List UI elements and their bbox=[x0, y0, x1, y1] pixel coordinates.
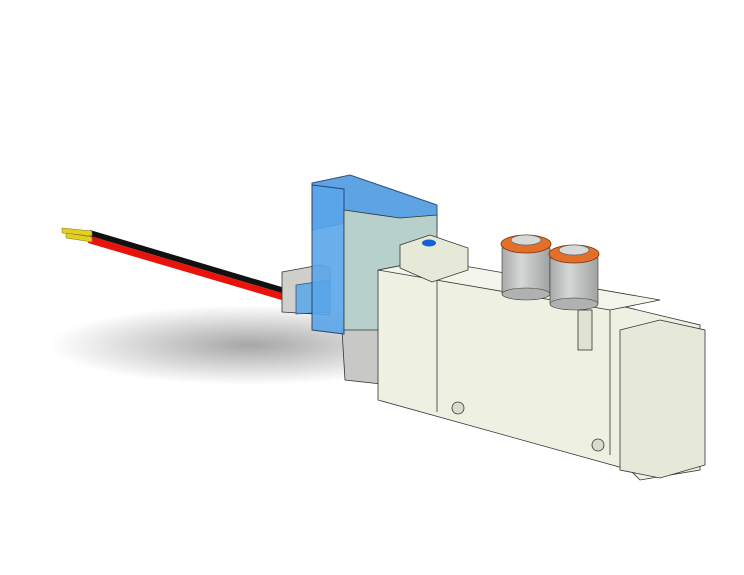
manual-override bbox=[399, 234, 469, 283]
end-plate bbox=[619, 319, 706, 479]
solenoid-cover bbox=[311, 174, 438, 335]
lead-wires bbox=[61, 227, 285, 301]
push-in-fitting-2 bbox=[548, 244, 600, 311]
push-in-fitting-1 bbox=[500, 234, 552, 301]
